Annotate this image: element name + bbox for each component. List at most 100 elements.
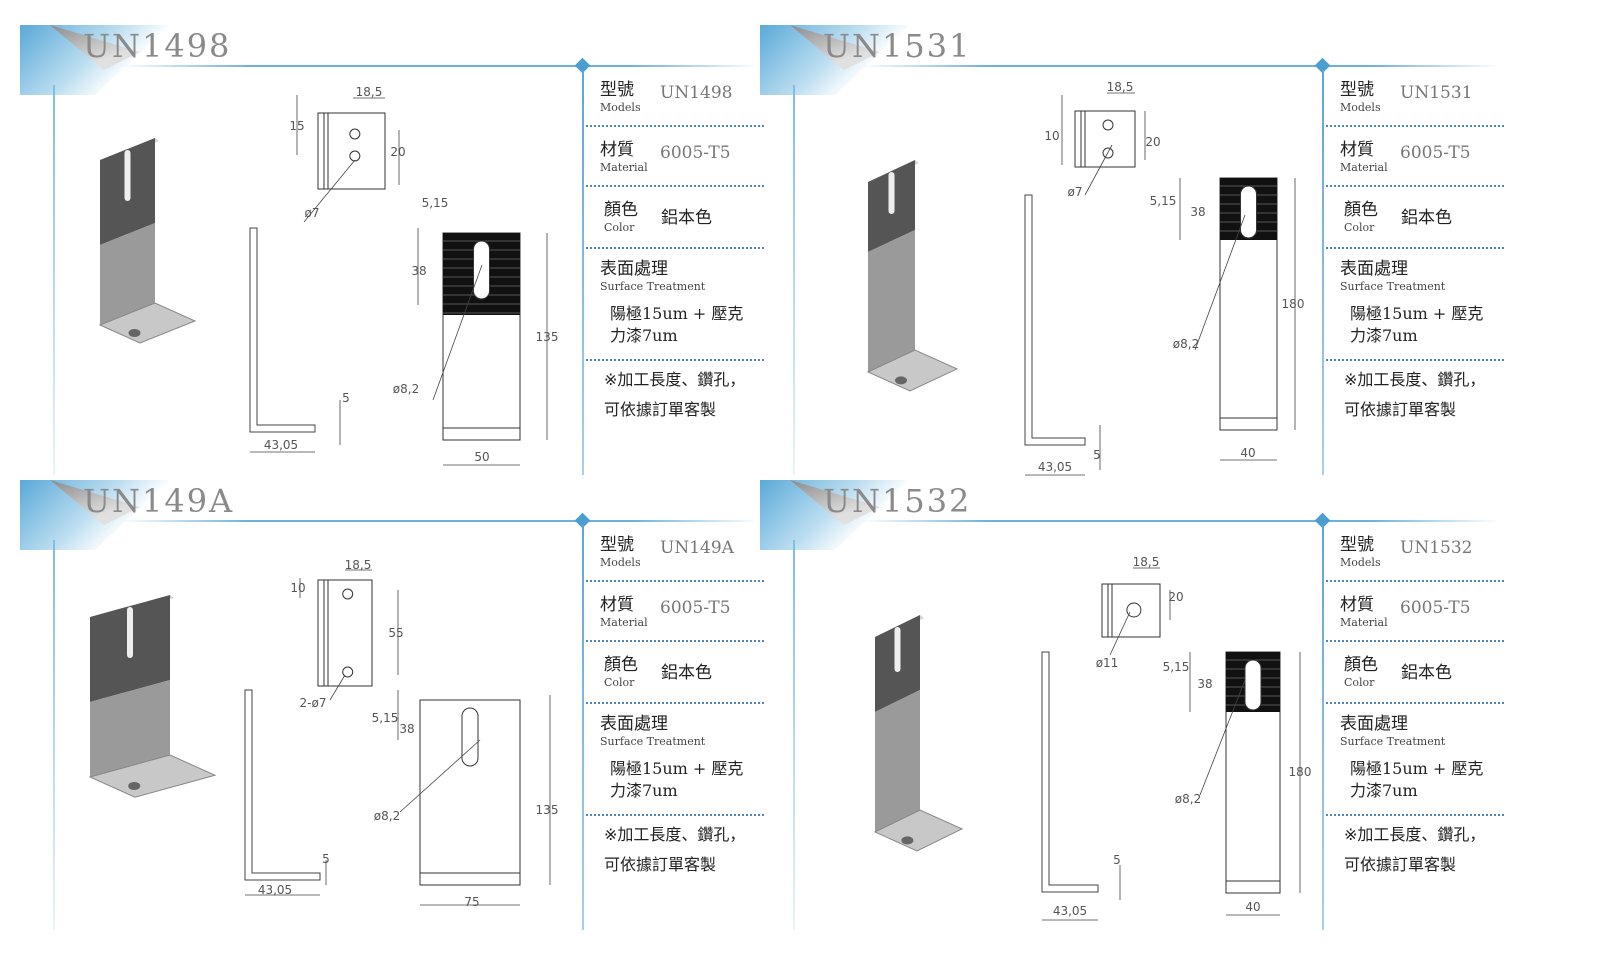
dimension-line — [432, 264, 483, 401]
treatment-line: 力漆7um — [1350, 326, 1418, 345]
spec-value: 鋁本色 — [1401, 663, 1452, 683]
divider — [586, 359, 764, 361]
spec-label-en: Models — [600, 556, 641, 569]
spec-label-en: Surface Treatment — [1340, 280, 1446, 293]
spec-label: 材質 — [1340, 140, 1374, 160]
spec-label: 表面處理 — [1340, 714, 1408, 734]
divider — [586, 125, 764, 127]
note-line: 可依據訂單客製 — [1344, 400, 1457, 419]
header-divider — [120, 65, 760, 67]
slot-hole — [124, 150, 131, 201]
spec-label: 型號 — [600, 80, 634, 100]
spec-label-en: Surface Treatment — [1340, 735, 1446, 748]
spec-label: 型號 — [1340, 80, 1374, 100]
spec-color: 顏色 Color 鋁本色 — [1344, 195, 1524, 234]
spec-value: 鋁本色 — [1401, 208, 1452, 228]
hole — [1102, 119, 1114, 131]
dimension-label: 18,5 — [356, 85, 383, 99]
treatment-line: 陽極15um + 壓克 — [1350, 304, 1484, 323]
spec-treatment: 表面處理 Surface Treatment — [1340, 254, 1520, 293]
spec-label: 顏色 — [604, 655, 638, 675]
spec-label: 表面處理 — [1340, 259, 1408, 279]
dimension-label: 5,15 — [372, 711, 399, 725]
dimension-label: 43,05 — [258, 883, 292, 897]
spec-value: 6005-T5 — [660, 143, 731, 163]
bracket-foot — [873, 809, 964, 852]
divider — [586, 702, 764, 704]
spec-material: 材質 Material 6005-T5 — [600, 590, 780, 629]
spec-label: 表面處理 — [600, 259, 668, 279]
spec-label-en: Color — [1344, 676, 1375, 689]
foot-hole — [128, 329, 141, 337]
divider — [1326, 125, 1504, 127]
note-line: ※加工長度、鑽孔， — [1344, 825, 1486, 844]
spec-border — [582, 525, 584, 930]
spec-label-en: Models — [1340, 101, 1381, 114]
spec-label-en: Material — [600, 616, 648, 629]
header-divider — [860, 65, 1500, 67]
dimension-label: 135 — [536, 330, 559, 344]
bracket-plain-face — [100, 223, 155, 325]
dimension-label: 20 — [1168, 590, 1183, 604]
dimension-label: 5 — [1093, 448, 1101, 462]
slot-hole — [888, 172, 895, 214]
divider — [1326, 640, 1504, 642]
foot-hole — [901, 836, 914, 845]
dimension-label: 180 — [1282, 297, 1305, 311]
top-view — [317, 112, 386, 190]
dimension-label: 5,15 — [1163, 660, 1190, 674]
spec-value: 鋁本色 — [661, 208, 712, 228]
dimension-label: 38 — [1190, 205, 1205, 219]
foot-hole — [128, 782, 141, 790]
spec-treatment: 表面處理 Surface Treatment — [600, 254, 780, 293]
dimension-label: 10 — [1044, 129, 1059, 143]
product-title: UN1532 — [823, 482, 972, 520]
spec-label: 顏色 — [604, 200, 638, 220]
spec-value: UN1532 — [1400, 538, 1473, 558]
dimension-label: 38 — [411, 264, 426, 278]
divider — [1326, 580, 1504, 582]
divider — [586, 580, 764, 582]
spec-label: 型號 — [600, 535, 634, 555]
spec-label-en: Material — [600, 161, 648, 174]
dimension-line — [1084, 144, 1113, 196]
dimension-label: 55 — [388, 626, 403, 640]
dimension-line — [303, 159, 356, 223]
left-border — [53, 85, 55, 475]
slot — [473, 240, 490, 300]
dimension-label: ø11 — [1096, 656, 1119, 670]
spec-label-en: Models — [600, 101, 641, 114]
treatment-line: 力漆7um — [610, 781, 678, 800]
divider — [586, 185, 764, 187]
dimension-label: ø8,2 — [374, 809, 400, 823]
bracket-foot — [98, 302, 197, 344]
spec-value: UN1531 — [1400, 83, 1473, 103]
spec-color: 顏色 Color 鋁本色 — [1344, 650, 1524, 689]
dimension-label: 43,05 — [1053, 904, 1087, 918]
side-profile — [1041, 651, 1099, 893]
slot-hole — [127, 607, 133, 658]
dimension-label: 135 — [536, 803, 559, 817]
dimension-label: 180 — [1289, 765, 1312, 779]
spec-border — [1322, 525, 1324, 930]
left-border — [793, 85, 795, 475]
spec-model: 型號 Models UN1532 — [1340, 530, 1520, 569]
spec-label-en: Material — [1340, 616, 1388, 629]
treatment-value: 陽極15um + 壓克 力漆7um — [610, 758, 743, 802]
divider — [1326, 185, 1504, 187]
hole — [349, 150, 361, 162]
dimension-label: ø8,2 — [1173, 337, 1199, 351]
slot — [1240, 185, 1257, 239]
spec-value: 6005-T5 — [1400, 143, 1471, 163]
slot — [461, 707, 479, 767]
side-profile — [244, 689, 321, 881]
product-title: UN1531 — [823, 27, 972, 65]
note-line: ※加工長度、鑽孔， — [1344, 370, 1486, 389]
treatment-line: 力漆7um — [610, 326, 678, 345]
dimension-label: 20 — [1145, 135, 1160, 149]
spec-border — [1322, 70, 1324, 475]
side-profile — [1024, 194, 1086, 446]
spec-label: 型號 — [1340, 535, 1374, 555]
treatment-value: 陽極15um + 壓克 力漆7um — [610, 303, 743, 347]
